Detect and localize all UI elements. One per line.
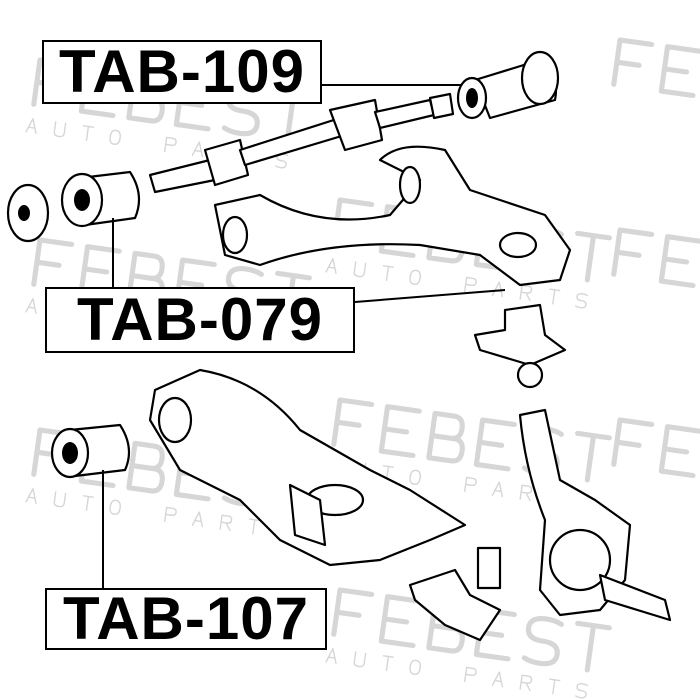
upper-ball-joint bbox=[473, 303, 567, 389]
bushing-tab-079 bbox=[60, 170, 141, 228]
leader-line-tab-079-arm bbox=[354, 289, 506, 303]
bushing-tab-109 bbox=[456, 50, 560, 120]
upper-control-arm bbox=[213, 145, 572, 287]
steering-knuckle bbox=[518, 408, 672, 622]
label-tab-079: TAB-079 bbox=[45, 287, 355, 353]
upper-arm-shaft bbox=[148, 92, 455, 194]
label-tab-109: TAB-109 bbox=[42, 40, 322, 104]
label-tab-107: TAB-107 bbox=[45, 588, 327, 650]
lower-ball-joint bbox=[408, 546, 502, 642]
bushing-tab-107 bbox=[50, 423, 131, 479]
washer bbox=[6, 183, 50, 243]
lower-control-arm bbox=[148, 368, 467, 567]
